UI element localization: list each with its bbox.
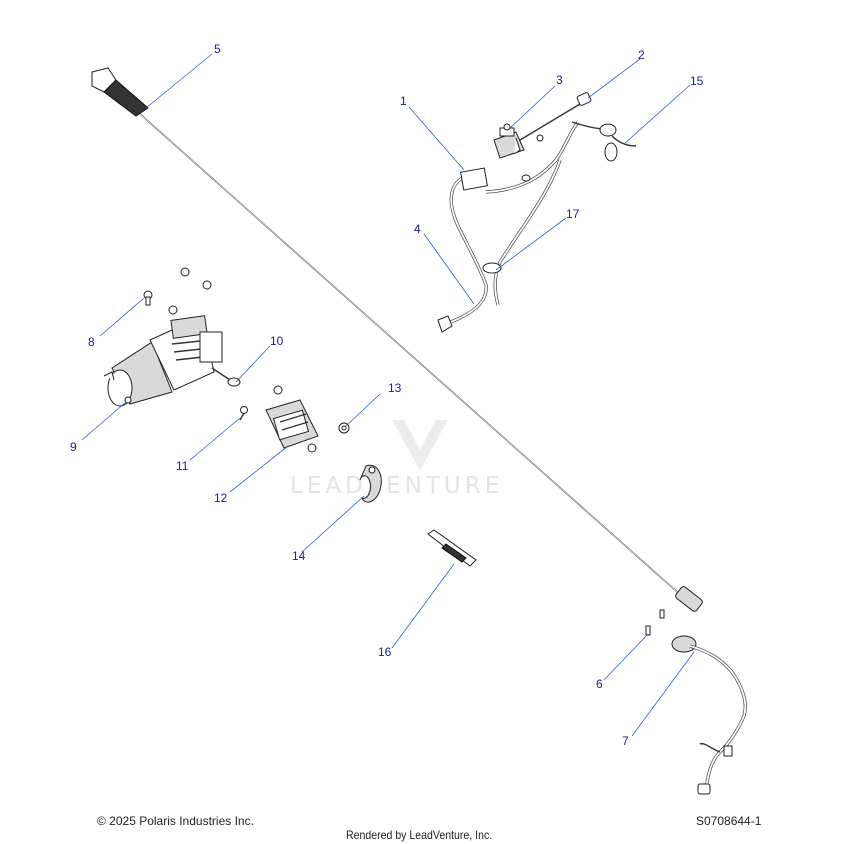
winch-assembly-part[interactable]: [103, 315, 223, 407]
callout-4: 4: [414, 222, 421, 236]
leader-6: [603, 633, 649, 681]
decal-part[interactable]: [427, 529, 477, 567]
watermark-logo-icon: [392, 420, 448, 470]
callout-12: 12: [214, 491, 228, 505]
callout-8: 8: [88, 335, 95, 349]
callout-2: 2: [638, 48, 645, 62]
leader-12: [229, 445, 289, 493]
ground-loop-part[interactable]: [571, 121, 637, 162]
wire-harness-part[interactable]: [437, 121, 580, 333]
winch-cable-part[interactable]: [211, 367, 241, 387]
leader-13: [345, 393, 381, 427]
leader-1: [408, 106, 465, 171]
watermark-text: LEADVENTURE: [290, 473, 503, 499]
callout-3: 3: [556, 73, 563, 87]
leader-14: [301, 495, 365, 553]
fairlead-part[interactable]: [265, 385, 319, 453]
pin-part-6[interactable]: [645, 609, 665, 636]
callout-7: 7: [622, 734, 629, 748]
leader-4: [423, 233, 475, 305]
leader-17: [495, 217, 567, 271]
callout-6: 6: [596, 677, 603, 691]
leader-3: [509, 85, 556, 129]
callout-15: 15: [690, 74, 704, 88]
callout-labels: 5 1 3 2 15 4 17 8 10 9 11 13 12 14 16 6 …: [70, 42, 704, 748]
callout-9: 9: [70, 440, 77, 454]
bolt-part-11[interactable]: [239, 406, 248, 421]
copyright-text: © 2025 Polaris Industries Inc.: [97, 814, 254, 828]
callout-1: 1: [400, 94, 407, 108]
switch-harness-part[interactable]: [671, 635, 747, 795]
callout-14: 14: [292, 549, 306, 563]
callout-16: 16: [378, 645, 392, 659]
leader-10: [235, 345, 271, 383]
leader-5: [145, 53, 213, 109]
leader-8: [99, 297, 145, 337]
callout-13: 13: [388, 381, 402, 395]
callout-17: 17: [566, 207, 580, 221]
nut-part-3[interactable]: [503, 123, 544, 142]
leader-11: [189, 417, 241, 461]
leader-lines: [81, 53, 695, 737]
watermark: LEADVENTURE: [290, 420, 503, 499]
drawing-id-text: S0708644-1: [696, 814, 762, 828]
leader-9: [81, 401, 127, 441]
callout-10: 10: [270, 334, 284, 348]
leader-16: [391, 563, 455, 649]
rendered-by-text: Rendered by LeadVenture, Inc.: [346, 828, 493, 842]
leader-2: [587, 58, 641, 99]
callout-5: 5: [214, 42, 221, 56]
callout-11: 11: [176, 459, 189, 473]
leader-15: [623, 84, 691, 145]
bolts-part-8[interactable]: [143, 267, 212, 315]
leader-7: [631, 651, 695, 737]
remote-cable-part[interactable]: [91, 67, 704, 613]
